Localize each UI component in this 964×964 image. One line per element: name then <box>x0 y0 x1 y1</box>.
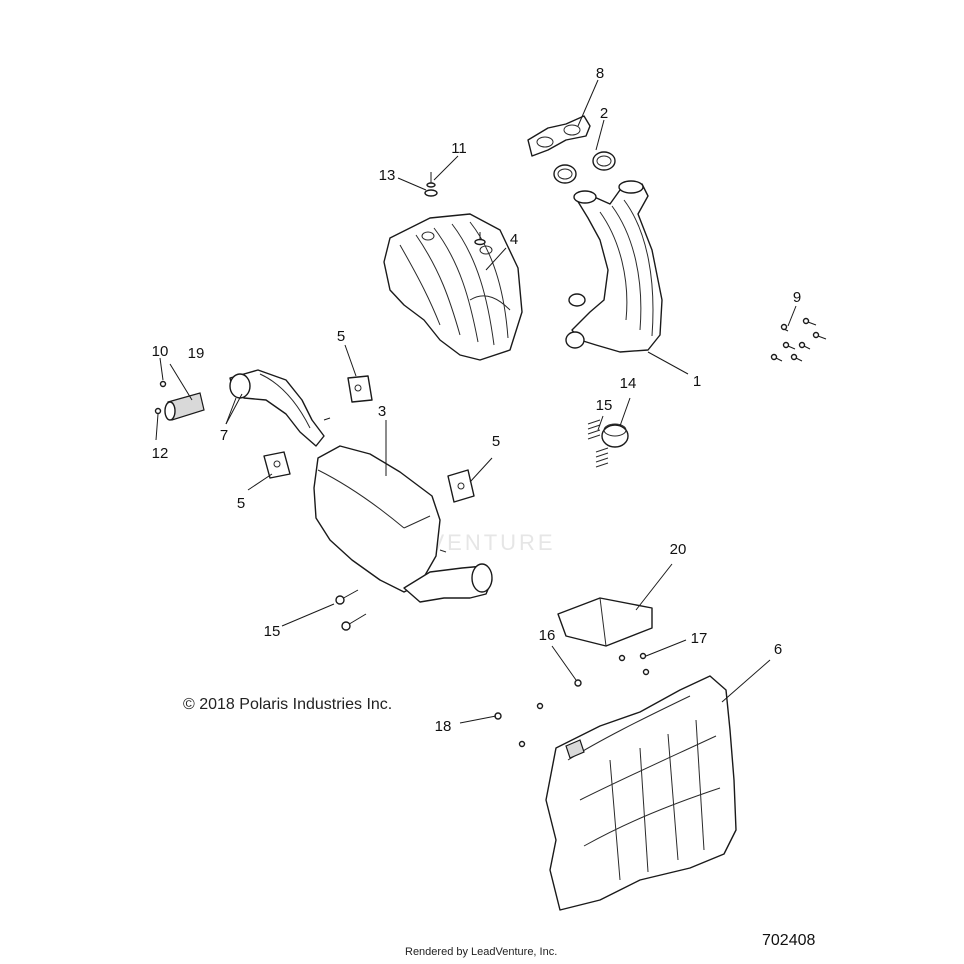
part-heat-shield-upper <box>383 213 523 361</box>
callout-13: 13 <box>379 167 396 184</box>
callout-15: 15 <box>596 397 613 414</box>
callout-18-top: 17 <box>691 630 708 647</box>
callout-7: 7 <box>220 427 228 444</box>
callout-14: 14 <box>620 375 637 392</box>
callout-5-right: 5 <box>492 433 500 450</box>
callout-16: 15 <box>264 623 281 640</box>
part-bolts <box>770 317 827 362</box>
part-grommet <box>601 423 629 448</box>
rendered-by-text: Rendered by LeadVenture, Inc. <box>405 946 558 958</box>
callout-20: 20 <box>670 541 687 558</box>
callout-5-top: 5 <box>337 328 345 345</box>
callout-2: 2 <box>600 105 608 122</box>
callout-4: 4 <box>510 231 518 248</box>
copyright-text: © 2018 Polaris Industries Inc. <box>183 696 393 713</box>
part-bolt-washer <box>424 172 486 246</box>
part-seal-rings <box>553 151 616 184</box>
callout-5-left: 5 <box>237 495 245 512</box>
part-exhaust-pipe <box>229 369 331 447</box>
callout-11: 11 <box>451 140 467 157</box>
part-muffler <box>313 445 493 603</box>
part-tailpipe-tip <box>154 380 205 421</box>
callout-18-bottom: 18 <box>435 718 452 735</box>
part-exhaust-header <box>565 180 663 353</box>
callout-17: 16 <box>539 627 556 644</box>
callout-10: 10 <box>152 343 169 360</box>
diagram-number: 702408 <box>762 932 816 949</box>
part-springs <box>587 419 609 468</box>
part-isolator-3 <box>447 469 475 503</box>
part-gasket <box>527 115 591 157</box>
callout-6: 6 <box>774 641 782 658</box>
callout-12: 12 <box>152 445 169 462</box>
callout-19: 19 <box>188 345 205 362</box>
part-isolator-2 <box>263 451 291 479</box>
part-isolator-1 <box>347 375 373 403</box>
callout-3: 3 <box>378 403 386 420</box>
part-bracket-shield <box>557 597 653 647</box>
part-muffler-bolts <box>335 589 367 631</box>
part-heat-shield-lower <box>545 675 737 911</box>
callout-9: 9 <box>793 289 801 306</box>
callout-1: 1 <box>693 373 701 390</box>
leader-lines <box>155 79 797 724</box>
callout-8: 8 <box>596 65 604 82</box>
